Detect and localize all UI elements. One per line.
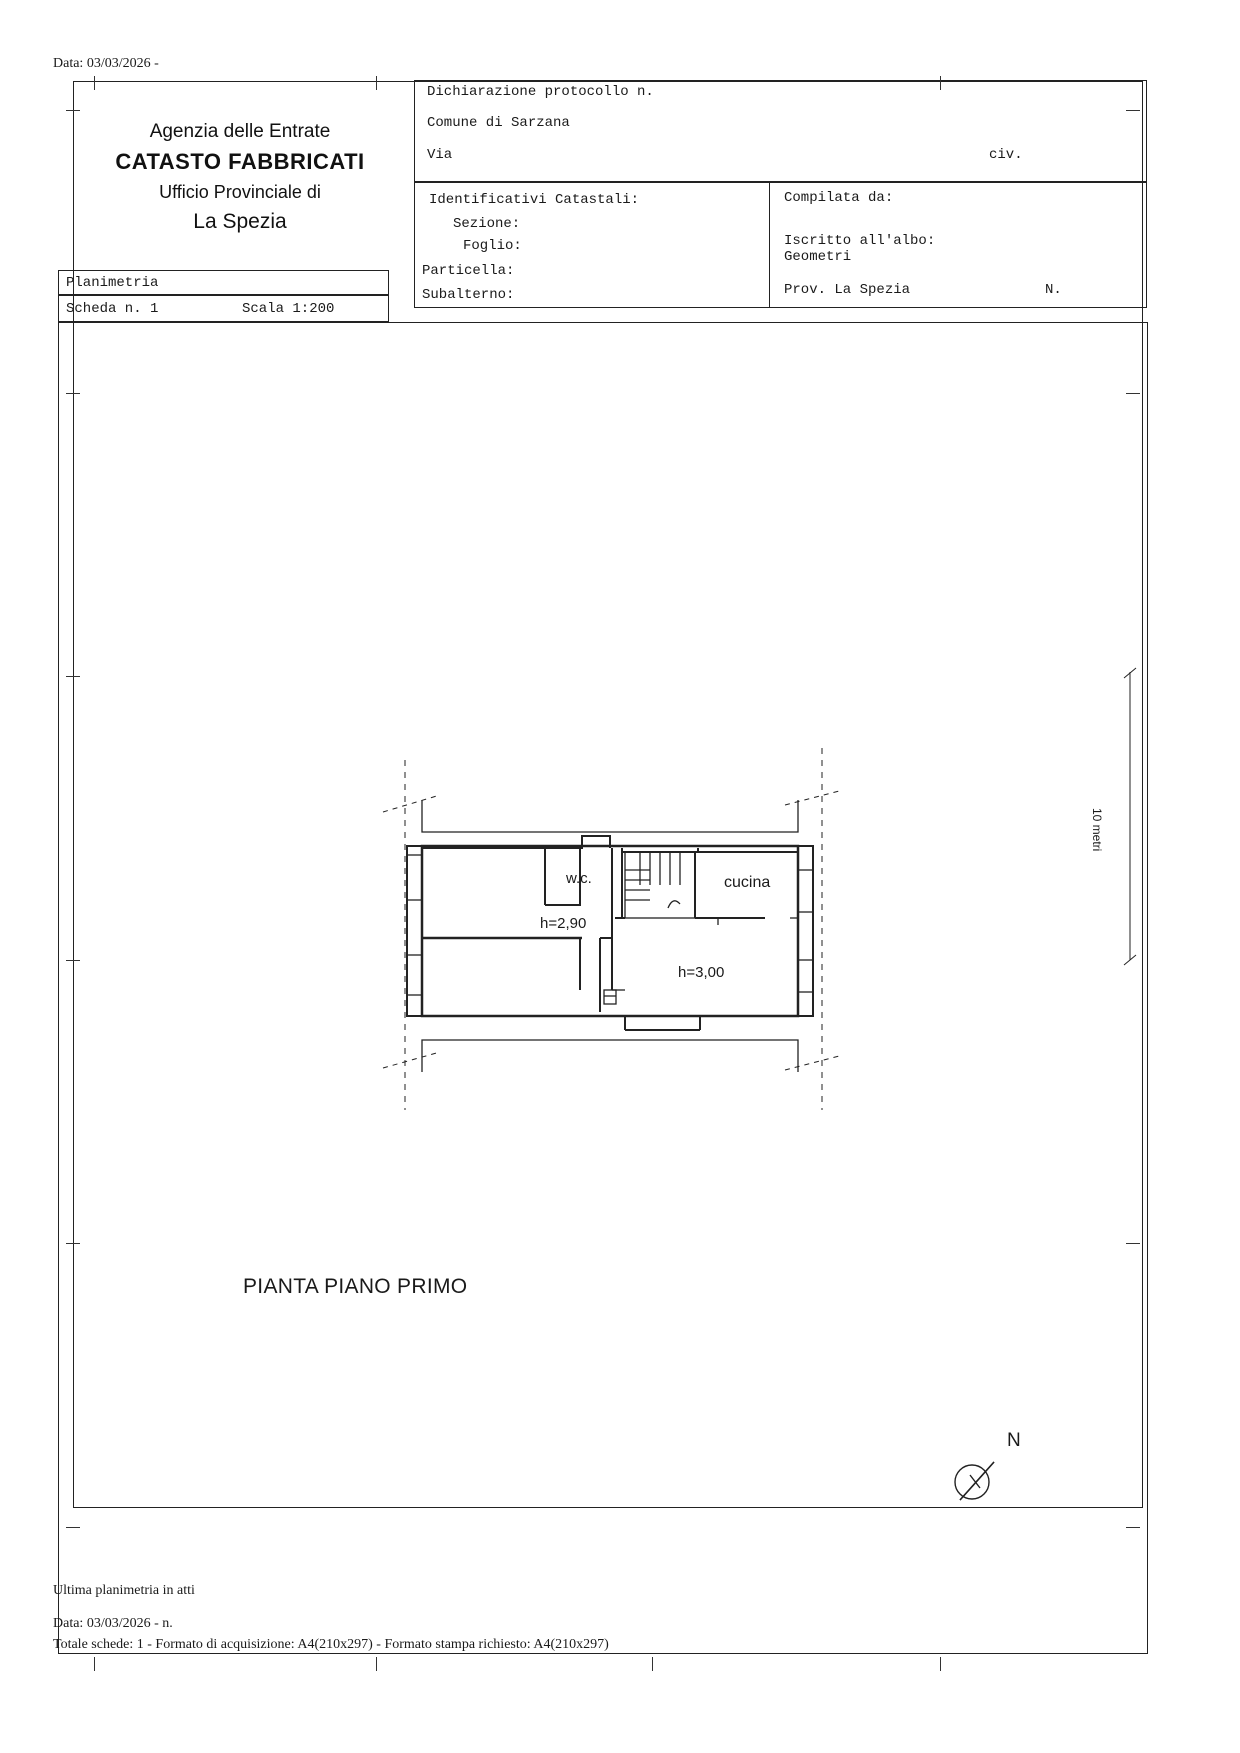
frame-tick	[66, 1527, 80, 1528]
frame-tick	[94, 76, 95, 90]
agency-name: Agenzia delle Entrate	[149, 121, 331, 142]
frame-tick	[940, 1657, 941, 1671]
via-label: Via	[427, 147, 453, 163]
scale-bar-label: 10 metri	[1090, 808, 1104, 852]
last-plan-note: Ultima planimetria in atti	[53, 1583, 195, 1598]
sheet-box	[58, 270, 389, 322]
registered-label: Iscritto all'albo:	[784, 233, 936, 249]
frame-tick	[66, 393, 80, 394]
particella-label: Particella:	[422, 263, 515, 279]
compiled-by-label: Compilata da:	[784, 190, 894, 206]
footer-date: Data: 03/03/2026 - n.	[53, 1616, 173, 1631]
frame-tick	[940, 76, 941, 90]
frame-tick	[1126, 393, 1140, 394]
height-left-label: h=2,90	[540, 915, 587, 932]
floor-title: PIANTA PIANO PRIMO	[243, 1275, 468, 1298]
frame-tick	[1126, 110, 1140, 111]
scala-label: Scala 1:200	[242, 301, 335, 317]
foglio-label: Foglio:	[463, 238, 522, 254]
agency-department: CATASTO FABBRICATI	[115, 149, 365, 174]
drawing-frame	[58, 322, 1148, 1654]
protocol-label: Dichiarazione protocollo n.	[427, 84, 654, 100]
compiler-box	[769, 182, 1147, 308]
frame-tick	[94, 1657, 95, 1671]
frame-tick	[1126, 1243, 1140, 1244]
wc-label: w.c.	[566, 870, 592, 887]
frame-tick	[66, 960, 80, 961]
frame-tick	[652, 1657, 653, 1671]
scheda-label: Scheda n. 1	[66, 301, 159, 317]
frame-tick	[376, 76, 377, 90]
agency-office: Ufficio Provinciale di	[159, 182, 321, 202]
profession-label: Geometri	[784, 249, 852, 265]
agency-block: Agenzia delle Entrate CATASTO FABBRICATI…	[80, 118, 400, 238]
subalterno-label: Subalterno:	[422, 287, 515, 303]
comune-label: Comune di Sarzana	[427, 115, 570, 131]
sezione-label: Sezione:	[453, 216, 521, 232]
province-label: Prov. La Spezia	[784, 282, 911, 298]
frame-tick	[1126, 1527, 1140, 1528]
agency-city: La Spezia	[193, 210, 287, 233]
sheet-divider	[58, 294, 389, 296]
number-label: N.	[1045, 282, 1062, 298]
north-label: N	[1007, 1430, 1021, 1451]
identifiers-title: Identificativi Catastali:	[429, 192, 640, 208]
frame-tick	[66, 1243, 80, 1244]
north-arrow-icon	[954, 1461, 995, 1501]
frame-tick	[66, 110, 80, 111]
civ-label: civ.	[989, 147, 1023, 163]
header-agency-frame	[73, 81, 1143, 1508]
frame-tick	[376, 1657, 377, 1671]
cucina-label: cucina	[724, 874, 771, 891]
height-right-label: h=3,00	[678, 964, 725, 981]
declaration-box	[414, 80, 1147, 182]
planimetria-label: Planimetria	[66, 275, 159, 291]
print-date: Data: 03/03/2026 -	[53, 56, 159, 71]
frame-tick	[66, 676, 80, 677]
footer-totals: Totale schede: 1 - Formato di acquisizio…	[53, 1637, 609, 1652]
